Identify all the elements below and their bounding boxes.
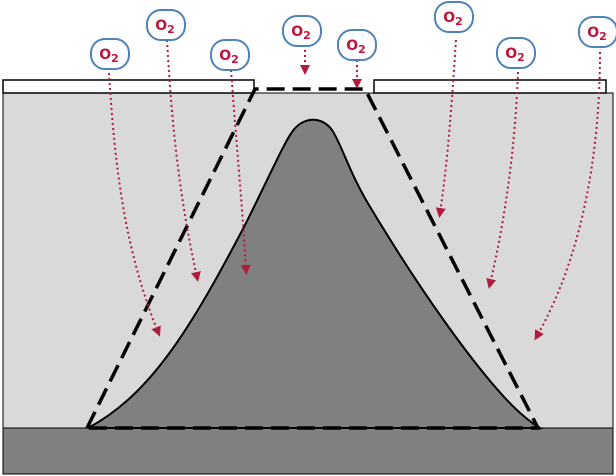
oxygen-molecule-4: O2 — [282, 15, 322, 47]
oxygen-bubble — [146, 9, 186, 41]
oxygen-symbol: O — [587, 25, 599, 41]
oxygen-path-6 — [435, 39, 457, 218]
oxygen-path-1 — [108, 72, 161, 337]
oxygen-subscript: 2 — [599, 30, 607, 43]
oxygen-bubble — [337, 29, 377, 61]
oxygen-molecule-3: O2 — [210, 39, 250, 71]
oxygen-symbol: O — [505, 46, 517, 62]
oxygen-formula-label: O2 — [99, 47, 119, 65]
oxygen-subscript: 2 — [358, 43, 366, 56]
oxygen-formula-label: O2 — [155, 18, 175, 36]
oxygen-path-7 — [486, 71, 519, 289]
oxygen-molecule-5: O2 — [337, 29, 377, 61]
oxygen-path-8 — [534, 51, 601, 341]
mask-left — [2, 79, 255, 94]
oxygen-formula-label: O2 — [291, 24, 311, 42]
substrate-layer — [2, 427, 614, 475]
oxygen-formula-label: O2 — [587, 25, 607, 43]
oxygen-symbol: O — [346, 38, 358, 54]
oxygen-path-3 — [230, 69, 251, 275]
oxygen-bubble — [578, 16, 616, 48]
oxygen-formula-label: O2 — [443, 10, 463, 28]
oxygen-subscript: 2 — [231, 53, 239, 66]
oxygen-paths — [108, 39, 601, 341]
oxygen-bubble — [496, 37, 536, 69]
oxygen-formula-label: O2 — [505, 46, 525, 64]
oxygen-symbol: O — [219, 48, 231, 64]
oxygen-subscript: 2 — [111, 52, 119, 65]
oxygen-molecule-1: O2 — [90, 38, 130, 70]
oxygen-molecule-8: O2 — [578, 16, 616, 48]
oxygen-molecule-6: O2 — [434, 1, 474, 33]
oxygen-symbol: O — [155, 18, 167, 34]
oxygen-symbol: O — [443, 10, 455, 26]
oxygen-symbol: O — [99, 47, 111, 63]
diffusion-boundary — [85, 87, 541, 430]
oxygen-bubble — [90, 38, 130, 70]
oxygen-bubble — [282, 15, 322, 47]
mask-right — [373, 79, 607, 94]
oxygen-molecule-7: O2 — [496, 37, 536, 69]
oxygen-symbol: O — [291, 24, 303, 40]
deposit-mound — [87, 118, 544, 429]
oxygen-subscript: 2 — [303, 29, 311, 42]
oxygen-molecule-2: O2 — [146, 9, 186, 41]
oxygen-subscript: 2 — [167, 23, 175, 36]
oxygen-formula-label: O2 — [219, 48, 239, 66]
oxygen-subscript: 2 — [455, 15, 463, 28]
oxygen-bubble — [434, 1, 474, 33]
oxygen-bubble — [210, 39, 250, 71]
oxygen-subscript: 2 — [517, 51, 525, 64]
oxygen-formula-label: O2 — [346, 38, 366, 56]
